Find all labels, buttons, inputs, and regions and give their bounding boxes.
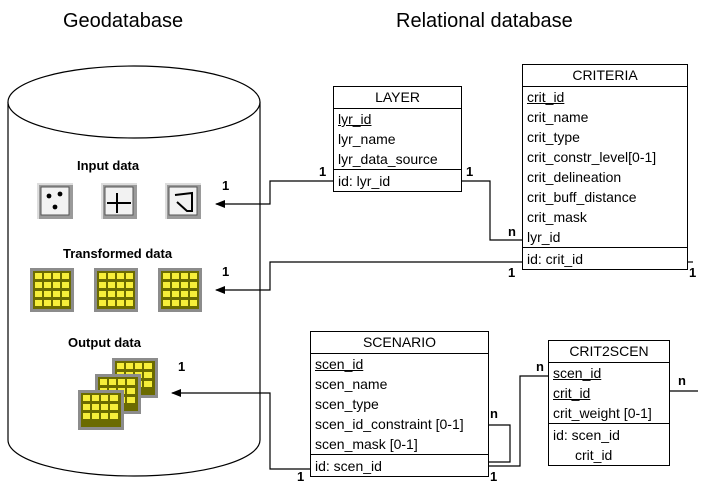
multiplicity-label: n bbox=[490, 406, 498, 421]
multiplicity-label: 1 bbox=[222, 178, 230, 193]
multiplicity-label: n bbox=[508, 224, 516, 239]
raster-grid-icon bbox=[30, 268, 74, 312]
scenario-to-output-arrow bbox=[171, 389, 310, 470]
output-data-label: Output data bbox=[68, 335, 141, 350]
scenario-identifier-section: id: scen_id bbox=[311, 454, 488, 476]
multiplicity-label: 1 bbox=[319, 164, 327, 179]
criteria-table: CRITERIA crit_id crit_name crit_type cri… bbox=[522, 64, 688, 270]
layer-field: lyr_name bbox=[338, 131, 396, 147]
crit2scen-identifier: crit_id bbox=[575, 447, 613, 463]
stacked-raster-icon bbox=[78, 358, 158, 430]
criteria-field: lyr_id bbox=[527, 229, 561, 245]
multiplicity-label: 1 bbox=[466, 164, 474, 179]
criteria-identifier-section: id: crit_id bbox=[523, 247, 687, 269]
criteria-field: crit_id bbox=[527, 89, 565, 105]
multiplicity-label: 1 bbox=[689, 265, 697, 280]
criteria-field: crit_constr_level[0-1] bbox=[527, 149, 657, 165]
multiplicity-label: 1 bbox=[178, 359, 186, 374]
crit2scen-field: crit_id bbox=[553, 385, 591, 401]
crit2scen-table-title: CRIT2SCEN bbox=[549, 341, 669, 363]
input-data-label: Input data bbox=[77, 158, 140, 173]
criteria-field: crit_name bbox=[527, 109, 589, 125]
geodatabase-title: Geodatabase bbox=[63, 10, 184, 32]
criteria-identifier: id: crit_id bbox=[527, 251, 584, 267]
raster-grid-icon bbox=[94, 268, 138, 312]
point-layer-icon bbox=[37, 183, 73, 219]
layer-to-criteria-connector bbox=[460, 180, 522, 241]
scenario-field: scen_id_constraint [0-1] bbox=[315, 416, 464, 432]
crit2scen-identifier-section: id: scen_id crit_id bbox=[549, 423, 669, 465]
layer-field: lyr_id bbox=[338, 111, 372, 127]
scenario-table: SCENARIO scen_id scen_name scen_type sce… bbox=[310, 331, 489, 477]
multiplicity-label: 1 bbox=[222, 264, 230, 279]
transformed-data-label: Transformed data bbox=[63, 246, 173, 261]
crit2scen-table: CRIT2SCEN scen_id crit_id crit_weight [0… bbox=[548, 340, 670, 466]
scenario-field: scen_mask [0-1] bbox=[315, 436, 418, 452]
criteria-field: crit_type bbox=[527, 129, 580, 145]
layer-table: LAYER lyr_id lyr_name lyr_data_source id… bbox=[333, 86, 462, 192]
criteria-field: crit_mask bbox=[527, 209, 587, 225]
crit2scen-field: scen_id bbox=[553, 365, 602, 381]
criteria-table-title: CRITERIA bbox=[523, 65, 687, 87]
multiplicity-label: 1 bbox=[508, 265, 516, 280]
layer-table-title: LAYER bbox=[334, 87, 461, 109]
scenario-to-crit2scen-connector bbox=[487, 375, 548, 467]
polygon-layer-icon bbox=[165, 183, 201, 219]
scenario-table-title: SCENARIO bbox=[311, 332, 488, 354]
multiplicity-label: n bbox=[536, 359, 544, 374]
criteria-field: crit_buff_distance bbox=[527, 189, 637, 205]
crit2scen-identifier: id: scen_id bbox=[553, 427, 620, 443]
layer-field: lyr_data_source bbox=[338, 151, 438, 167]
multiplicity-label: 1 bbox=[490, 469, 498, 484]
scenario-field: scen_name bbox=[315, 376, 388, 392]
multiplicity-label: n bbox=[678, 373, 686, 388]
layer-identifier-section: id: lyr_id bbox=[334, 169, 461, 191]
layer-to-input-arrow bbox=[215, 180, 333, 208]
raster-grid-icon bbox=[158, 268, 202, 312]
criteria-to-transformed-arrow bbox=[215, 261, 522, 294]
scenario-field: scen_id bbox=[315, 356, 364, 372]
crit2scen-field: crit_weight [0-1] bbox=[553, 405, 652, 421]
multiplicity-label: 1 bbox=[297, 469, 305, 484]
line-layer-icon bbox=[101, 183, 137, 219]
scenario-identifier: id: scen_id bbox=[315, 458, 382, 474]
relational-database-title: Relational database bbox=[396, 10, 573, 32]
criteria-field: crit_delineation bbox=[527, 169, 622, 185]
scenario-field: scen_type bbox=[315, 396, 379, 412]
layer-identifier: id: lyr_id bbox=[338, 173, 391, 189]
scenario-self-connector bbox=[487, 424, 511, 463]
